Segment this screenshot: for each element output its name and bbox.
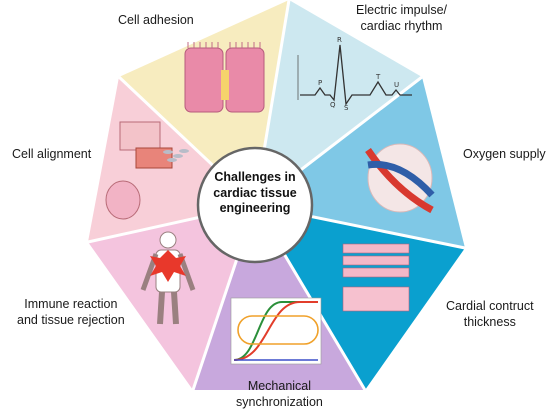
center-title-line: cardiac tissue — [213, 185, 297, 200]
ecg-wave-s: S — [344, 104, 349, 112]
label-mechanical-synchronization: Mechanical synchronization — [236, 379, 323, 409]
tissue-layers-icon — [342, 243, 410, 312]
center-title: Challenges in cardiac tissue engineering — [195, 170, 315, 217]
sync-curves-icon — [230, 297, 322, 365]
center-title-line: Challenges in — [214, 170, 296, 184]
ecg-wave-p: P — [318, 79, 323, 87]
cells-icon — [184, 42, 265, 113]
label-cell-adhesion: Cell adhesion — [118, 13, 194, 27]
label-oxygen-supply: Oxygen supply — [463, 147, 546, 161]
label-immune-reaction: Immune reaction and tissue rejection — [17, 297, 125, 327]
sector-electric-impulse — [255, 0, 422, 205]
ecg-wave-u: U — [394, 81, 400, 89]
heart-fibers-icon — [105, 121, 189, 220]
ecg-wave-r: R — [337, 36, 342, 44]
ecg-icon — [297, 44, 412, 106]
ecg-wave-t: T — [376, 73, 381, 81]
label-cell-alignment: Cell alignment — [12, 147, 92, 161]
blood-vessel-icon — [365, 143, 435, 214]
ecg-wave-q: Q — [330, 101, 336, 109]
human-body-icon — [140, 231, 196, 325]
label-electric-impulse: Electric impulse/ cardiac rhythm — [356, 3, 447, 33]
center-circle — [196, 146, 314, 264]
center-title-line: engineering — [219, 201, 291, 216]
label-cardial-contruct-thickness: Cardial contruct thickness — [446, 299, 534, 329]
